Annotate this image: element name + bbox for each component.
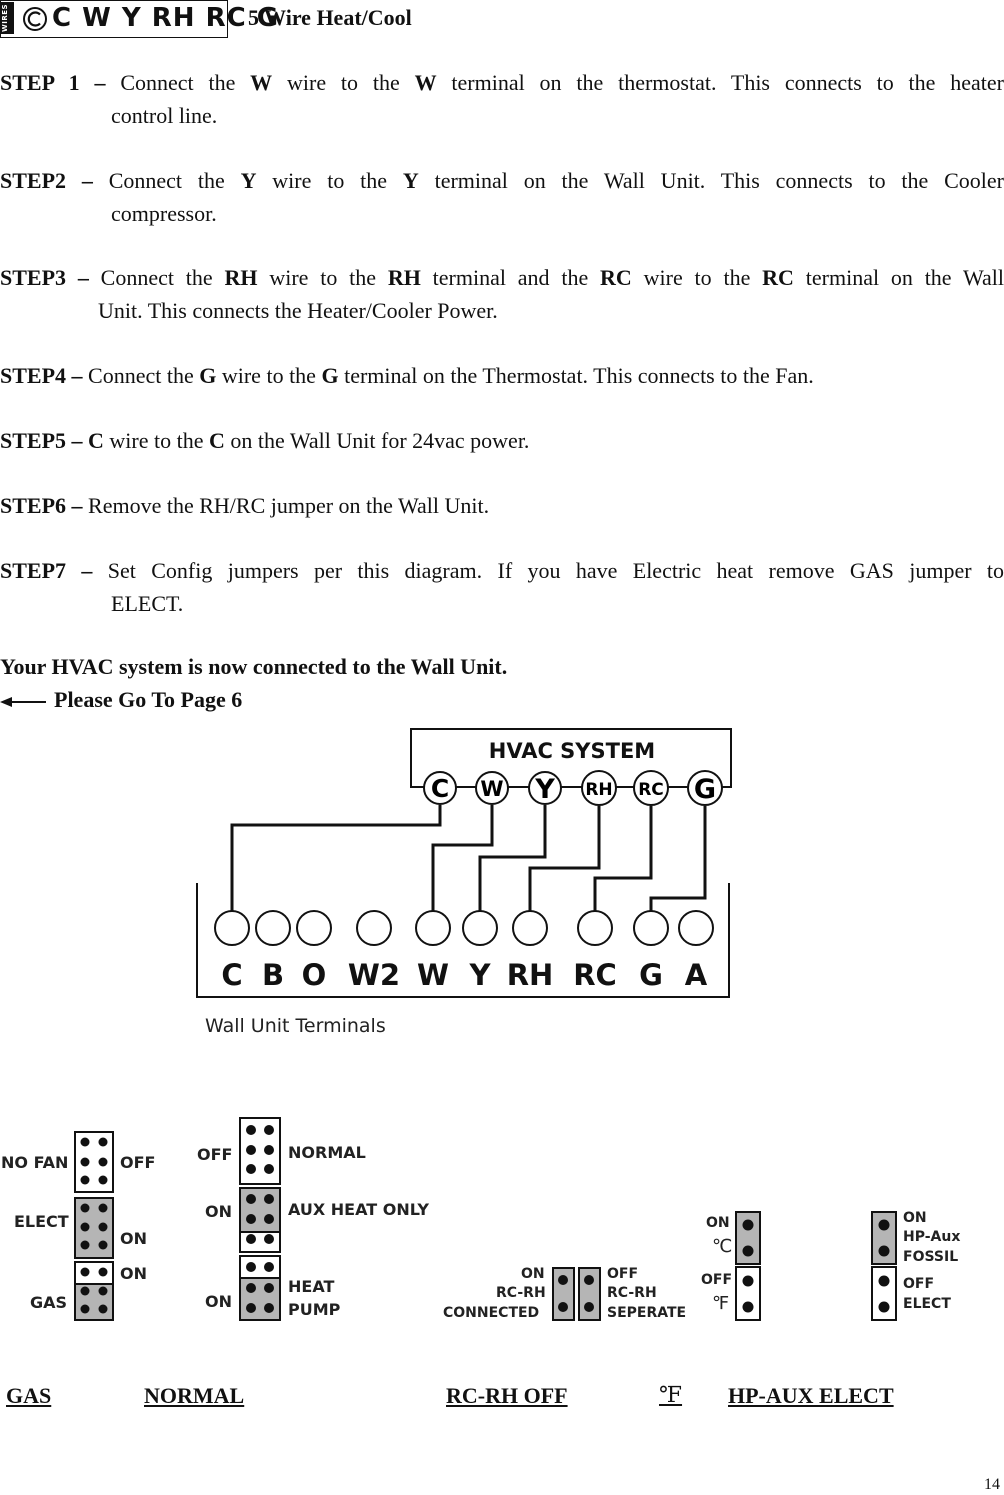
label-rcrh-2: RC-RH xyxy=(607,1285,657,1301)
wire-y xyxy=(478,805,547,912)
svg-text:W2: W2 xyxy=(348,958,400,992)
label-heat-off: OFF xyxy=(197,1145,233,1164)
label-elect: ELECT xyxy=(14,1212,69,1231)
hvac-terminal-w: W xyxy=(475,771,509,805)
heat-jumper-block xyxy=(239,1117,281,1321)
label-pump: PUMP xyxy=(288,1300,341,1319)
label-temp-off: OFF xyxy=(701,1272,733,1288)
svg-text:C: C xyxy=(431,774,449,803)
svg-text:Y: Y xyxy=(534,774,555,805)
wires-header-box xyxy=(0,0,228,38)
rcrh-jumper-block xyxy=(552,1267,601,1321)
svg-text:A: A xyxy=(685,958,708,992)
hvac-terminal-g: G xyxy=(687,770,723,806)
label-elect-on: ON xyxy=(120,1229,147,1248)
fan-jumper-block xyxy=(74,1131,114,1321)
copyright-c-icon xyxy=(23,7,47,31)
label-hp-aux: HP-Aux xyxy=(903,1229,961,1245)
page-title: 5 Wire Heat/Cool xyxy=(248,5,412,30)
wire-c xyxy=(230,805,442,912)
label-rcrh-on: ON xyxy=(521,1266,545,1282)
label-seperate: SEPERATE xyxy=(607,1305,687,1321)
svg-text:RC: RC xyxy=(638,780,664,800)
label-hp-on: ON xyxy=(903,1210,927,1226)
step-7: STEP7 – Set Config jumpers per this diag… xyxy=(0,558,1004,616)
step-6: STEP6 – Remove the RH/RC jumper on the W… xyxy=(0,493,490,518)
label-gas-on: ON xyxy=(120,1264,147,1283)
setting-rcrh: RC-RH OFF xyxy=(446,1383,568,1408)
goto-label: Please Go To Page 6 xyxy=(54,687,243,712)
step-3: STEP3 – Connect the RH wire to the RH te… xyxy=(0,265,1004,323)
step-2: STEP2 – Connect the Y wire to the Y term… xyxy=(0,168,1004,226)
wire-w xyxy=(431,805,494,912)
wire-rh xyxy=(528,806,601,912)
svg-text:RH: RH xyxy=(585,780,612,800)
hvac-terminal-rh: RH xyxy=(581,770,617,806)
wires xyxy=(230,805,707,912)
final-note: Your HVAC system is now connected to the… xyxy=(0,654,508,679)
page-number: 14 xyxy=(984,1476,1000,1493)
setting-gas: GAS xyxy=(6,1383,52,1408)
wire-g xyxy=(649,806,707,912)
wire-letters: C W Y RH RC G xyxy=(52,3,280,33)
step-5: STEP5 – C wire to the C on the Wall Unit… xyxy=(0,428,530,453)
hvac-system-box xyxy=(410,728,732,788)
label-rcrh-1: RC-RH xyxy=(496,1285,546,1301)
label-heat: HEAT xyxy=(288,1277,335,1296)
label-aux-heat-only: AUX HEAT ONLY xyxy=(288,1200,430,1219)
svg-text:Y: Y xyxy=(469,958,492,992)
label-celsius: ℃ xyxy=(712,1236,733,1257)
hvac-title: HVAC SYSTEM xyxy=(489,739,655,763)
svg-text:G: G xyxy=(694,774,716,805)
svg-text:W: W xyxy=(480,777,503,801)
svg-text:C: C xyxy=(221,958,242,992)
left-arrow-icon xyxy=(0,695,46,709)
step-4: STEP4 – Connect the G wire to the G term… xyxy=(0,363,814,388)
temp-jumper-block xyxy=(735,1211,761,1321)
label-hp-off: OFF xyxy=(903,1276,935,1292)
svg-text:RC: RC xyxy=(573,958,617,992)
jumper-diagram xyxy=(74,1117,897,1321)
wires-tag: WIRES xyxy=(1,2,14,34)
label-hp-elect: ELECT xyxy=(903,1296,951,1312)
step-1: STEP 1 – Connect the W wire to the W ter… xyxy=(0,70,1004,128)
svg-text:B: B xyxy=(262,958,284,992)
wall-terminal-circles xyxy=(214,910,714,946)
label-temp-on: ON xyxy=(706,1215,730,1231)
svg-text:O: O xyxy=(302,958,327,992)
label-rcrh-off: OFF xyxy=(607,1266,639,1282)
hvac-terminals: C W Y RH RC G xyxy=(423,770,723,806)
setting-temp: ℉ xyxy=(659,1383,683,1408)
label-connected: CONNECTED xyxy=(443,1305,540,1321)
wall-unit-outline xyxy=(196,883,730,998)
label-fahrenheit: ℉ xyxy=(712,1293,730,1314)
hpaux-jumper-block xyxy=(871,1211,897,1321)
wiring-diagram: HVAC SYSTEM C W Y RH RC G C B O W2 W Y R… xyxy=(196,728,732,1037)
svg-text:W: W xyxy=(417,958,449,992)
label-pump-on: ON xyxy=(205,1292,232,1311)
label-gas: GAS xyxy=(30,1293,68,1312)
label-fossil: FOSSIL xyxy=(903,1249,959,1265)
wall-terminal-labels: C B O W2 W Y RH RC G A xyxy=(221,958,707,992)
label-normal: NORMAL xyxy=(288,1143,366,1162)
label-aux-on: ON xyxy=(205,1202,232,1221)
wall-unit-caption: Wall Unit Terminals xyxy=(205,1015,386,1037)
goto-page-link[interactable]: Please Go To Page 6 xyxy=(0,687,242,713)
wire-rc xyxy=(593,806,653,912)
setting-normal: NORMAL xyxy=(144,1383,245,1408)
label-fan-off: OFF xyxy=(120,1153,156,1172)
svg-text:G: G xyxy=(639,958,663,992)
setting-hp-aux: HP-AUX ELECT xyxy=(728,1383,894,1408)
hvac-terminal-rc: RC xyxy=(633,770,669,806)
label-no-fan: NO FAN xyxy=(1,1153,69,1172)
hvac-terminal-y: Y xyxy=(528,771,562,805)
hvac-terminal-c: C xyxy=(423,771,457,805)
svg-text:RH: RH xyxy=(507,958,554,992)
